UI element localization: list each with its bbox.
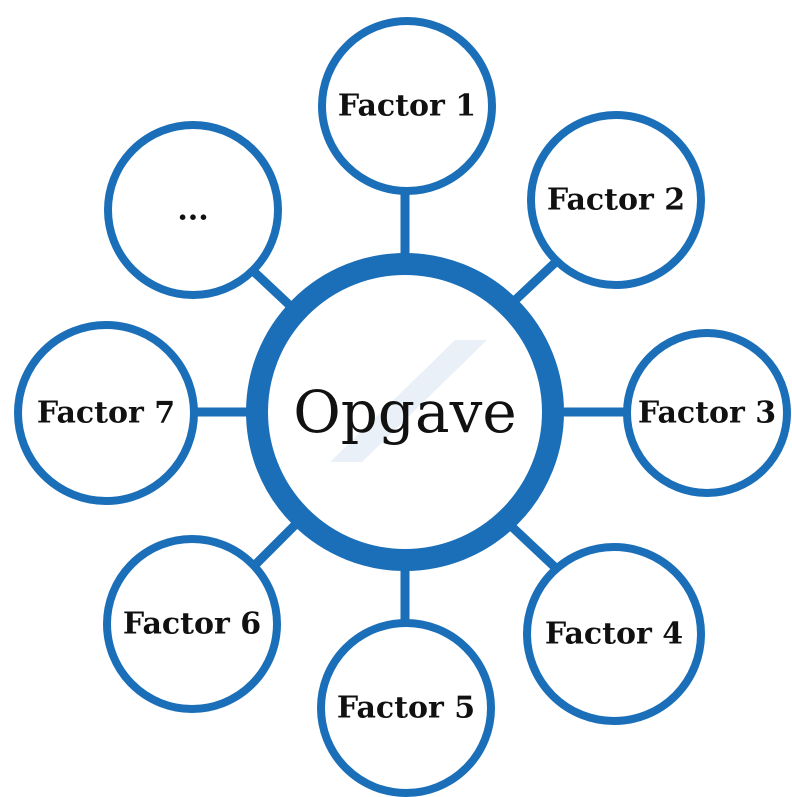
connector-factor-2 (506, 254, 564, 309)
node-label-factor-5: Factor 5 (337, 691, 475, 726)
node-circle (103, 535, 281, 713)
node-label-factor-1: Factor 1 (338, 89, 476, 124)
node-factor-2: Factor 2 (527, 111, 705, 289)
node-label-factor-3: Factor 3 (638, 396, 776, 431)
node-factor-7: Factor 7 (14, 321, 198, 505)
node-circle (523, 543, 705, 725)
node-label-more: ... (177, 193, 208, 228)
center-label: Opgave (293, 378, 516, 446)
node-circle (527, 111, 705, 289)
node-circle (104, 121, 282, 299)
node-label-factor-2: Factor 2 (547, 183, 685, 218)
node-factor-6: Factor 6 (103, 535, 281, 713)
node-factor-4: Factor 4 (523, 543, 705, 725)
node-label-factor-4: Factor 4 (545, 617, 683, 652)
node-factor-5: Factor 5 (317, 619, 495, 797)
node-label-factor-7: Factor 7 (37, 396, 175, 431)
connector-factor-4 (506, 521, 564, 576)
node-more: ... (104, 121, 282, 299)
node-circle (318, 17, 496, 195)
watermark-logo (330, 340, 487, 462)
node-factor-3: Factor 3 (623, 329, 791, 497)
connector-factor-6 (246, 516, 304, 574)
node-label-factor-6: Factor 6 (123, 607, 261, 642)
node-circle (14, 321, 198, 505)
center-node: Opgave (246, 253, 564, 571)
node-circle (317, 619, 495, 797)
node-circle (623, 329, 791, 497)
node-factor-1: Factor 1 (318, 17, 496, 195)
